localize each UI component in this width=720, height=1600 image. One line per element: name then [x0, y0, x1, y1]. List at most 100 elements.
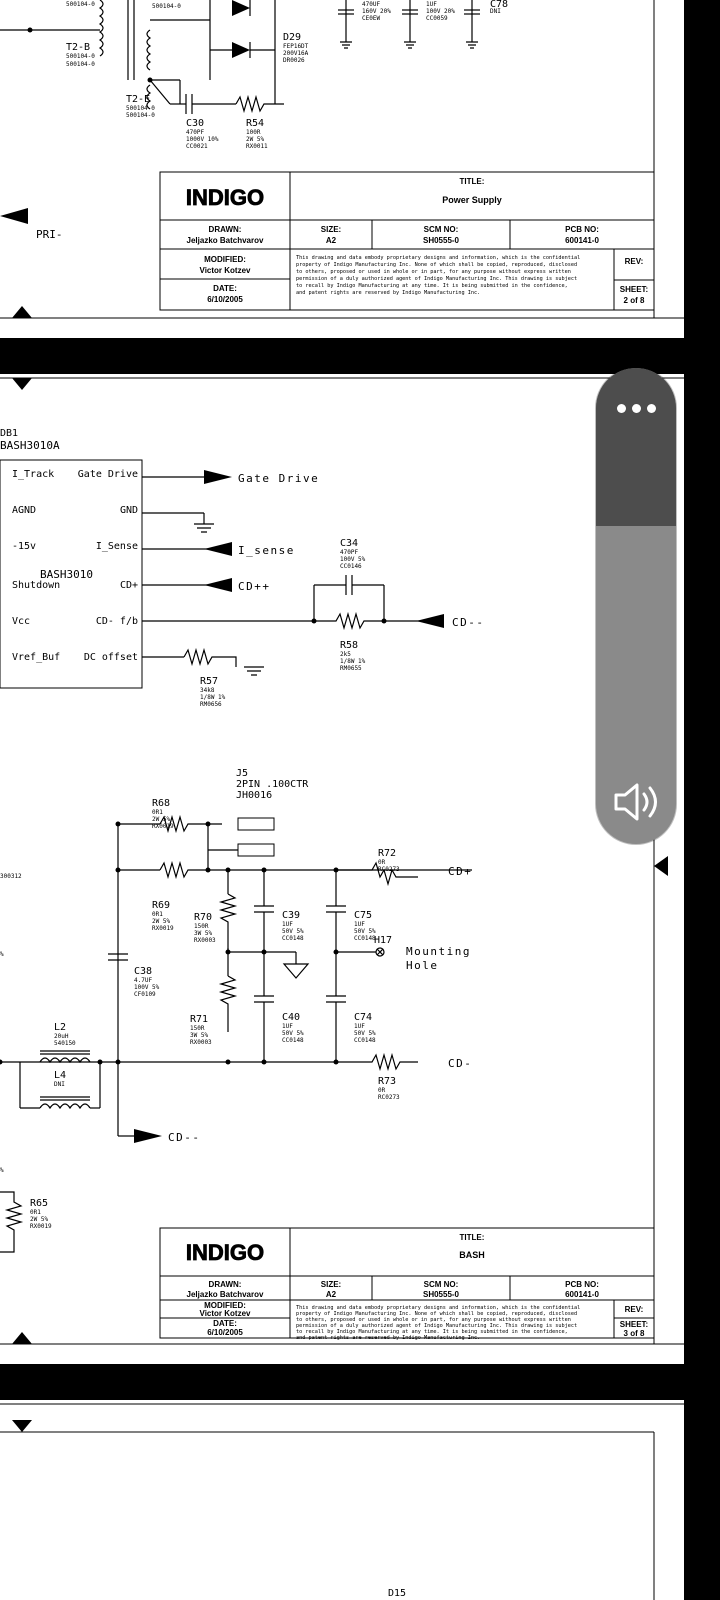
pin-label: Gate Drive [78, 469, 138, 480]
part-db1: BASH3010A [0, 439, 60, 452]
legal-line: This drawing and data embody proprietary… [296, 255, 580, 261]
sheet-number: 3 of 8 [624, 1329, 645, 1338]
drawing-title: BASH [459, 1250, 485, 1260]
edge-label: % [0, 1167, 4, 1174]
modified-by: Victor Kotzev [200, 1309, 252, 1318]
val-r71: 150R [190, 1025, 205, 1032]
val-c74: 1UF [354, 1023, 365, 1030]
legal-line: and patent rights are reserved by Indigo… [296, 1335, 480, 1341]
val-c34: 100V 5% [340, 556, 366, 563]
legal-line: to recall by Indigo Manufacturing at any… [296, 283, 568, 289]
val-r65: 0R1 [30, 1209, 41, 1216]
scm-label: SCM NO: [424, 225, 459, 234]
ref-r58: R58 [340, 640, 358, 651]
val-r72: 0R [378, 859, 386, 866]
val-c39: CC0148 [282, 935, 304, 942]
pin-label: Shutdown [12, 580, 60, 591]
legal-line: property of Indigo Manufacturing Inc. No… [296, 262, 577, 268]
val-c30: CC0021 [186, 143, 208, 150]
pin-label: -15v [12, 541, 36, 552]
net-gate-drive: Gate Drive [238, 472, 319, 485]
more-options-button[interactable] [596, 386, 676, 430]
ic-pins: I_Track AGND -15v Shutdown Vcc Vref_Buf … [12, 469, 138, 663]
val-r54: RX0011 [246, 143, 268, 150]
drawn-by: Jeljazko Batchvarov [187, 236, 264, 245]
val-j5: 2PIN .100CTR [236, 779, 309, 790]
ref-r57: R57 [200, 676, 218, 687]
pcb-label: PCB NO: [565, 225, 599, 234]
more-dots-icon [646, 403, 656, 413]
frame-arrow-icon [12, 306, 32, 318]
val-r65: 2W 5% [30, 1216, 48, 1223]
ref-c74: C74 [354, 1012, 372, 1023]
modified-by: Victor Kotzev [200, 266, 252, 275]
title-label: TITLE: [460, 1233, 485, 1242]
label: 500104-0 [152, 3, 181, 10]
schematic-sheet-next: D15 [0, 1400, 684, 1600]
pin-label: Vref_Buf [12, 652, 60, 663]
pcb-value: 600141-0 [565, 1290, 599, 1299]
date-label: DATE: [213, 1319, 237, 1328]
rev-label: REV: [625, 1305, 644, 1314]
val-r68: 2W 5% [152, 816, 170, 823]
pin-label: I_Sense [96, 541, 138, 552]
speaker-volume-icon [614, 783, 657, 821]
val-c75: 1UF [354, 921, 365, 928]
frame-arrow-icon [654, 856, 668, 876]
size-value: A2 [326, 236, 337, 245]
val-c40: 50V 5% [282, 1030, 304, 1037]
ref-r72: R72 [378, 848, 396, 859]
legal-line: to others, proposed or used in whole or … [296, 1317, 571, 1323]
mounting-hole-label: Mounting [406, 945, 471, 958]
pcb-label: PCB NO: [565, 1280, 599, 1289]
volume-overlay-panel[interactable] [596, 368, 676, 844]
net-cd-minus-minus: CD-- [168, 1131, 201, 1144]
drawn-by: Jeljazko Batchvarov [187, 1290, 264, 1299]
legal-line: to others, proposed or used in whole or … [296, 269, 571, 275]
pin-label: CD- f/b [96, 616, 138, 627]
pin-label: I_Track [12, 469, 54, 480]
val-r71: 3W 5% [190, 1032, 208, 1039]
pin-label: Vcc [12, 616, 30, 627]
val-r70: 150R [194, 923, 209, 930]
title-block: INDIGO TITLE: Power Supply DRAWN: Jeljaz… [159, 171, 655, 311]
volume-panel-top [596, 368, 676, 526]
legal-line: property of Indigo Manufacturing Inc. No… [296, 1311, 577, 1317]
pin-label: DC offset [84, 652, 138, 663]
val-c78: DNI [490, 8, 501, 15]
scm-value: SH0555-0 [423, 1290, 460, 1299]
val-l2: 20uH [54, 1033, 69, 1040]
val-c39: 50V 5% [282, 928, 304, 935]
mounting-hole-label: Hole [406, 959, 439, 972]
val-r73: RC0273 [378, 1094, 400, 1101]
size-label: SIZE: [321, 1280, 341, 1289]
more-dots-icon [631, 403, 641, 413]
ref-j5: J5 [236, 768, 248, 779]
frame-arrow-icon [12, 1332, 32, 1344]
chip-name: BASH3010 [40, 568, 93, 581]
net-i-sense: I_sense [238, 544, 295, 557]
val-c39: 1UF [282, 921, 293, 928]
volume-button[interactable] [596, 772, 676, 832]
ref-r73: R73 [378, 1076, 396, 1087]
ref-c39: C39 [282, 910, 300, 921]
ref-db1: DB1 [0, 428, 18, 439]
val-c40: 1UF [282, 1023, 293, 1030]
val-r58: 2k5 [340, 651, 351, 658]
sheet-number: 2 of 8 [624, 296, 645, 305]
modified-label: MODIFIED: [204, 255, 246, 264]
net-cd-minus-minus: CD-- [452, 616, 485, 629]
pin-label: AGND [12, 505, 36, 516]
rev-label: REV: [625, 257, 644, 266]
ref-c34: C34 [340, 538, 358, 549]
val-c30: 470PF [186, 129, 204, 136]
net-cd-plus-plus: CD++ [238, 580, 271, 593]
pcb-value: 600141-0 [565, 236, 599, 245]
frame-arrow-icon [12, 1420, 32, 1432]
net-cd-minus: CD- [448, 1057, 472, 1070]
val-cap: CC0059 [426, 15, 448, 22]
val-r70: RX0003 [194, 937, 216, 944]
title-label: TITLE: [460, 177, 485, 186]
val-c30: 1000V 10% [186, 136, 219, 143]
val-l4: DNI [54, 1081, 65, 1088]
